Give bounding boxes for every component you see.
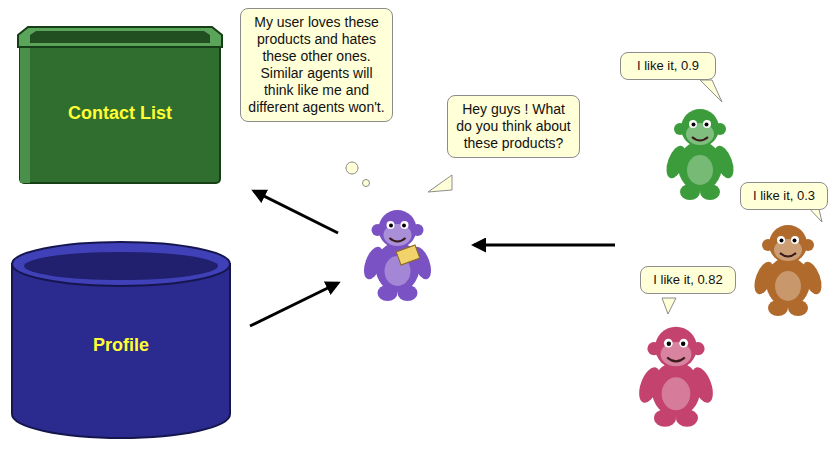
speech-tail [428,175,452,192]
flow-arrow [254,191,338,233]
box-body [20,43,220,183]
cylinder-top [12,242,230,286]
box-side [20,43,30,183]
speech-bubble: I like it, 0.82 [640,266,736,294]
thought-dot [363,180,370,187]
flow-arrow [474,244,615,247]
notepad [396,245,420,265]
agent-figure [663,109,738,200]
speech-tail [700,80,722,102]
cylinder-body [12,264,230,438]
node-text: My user loves these products and hates t… [247,14,386,116]
profile-cylinder: Profile [10,240,232,440]
speech-bubble: I like it, 0.3 [740,182,828,210]
node-text: Contact List [68,102,172,125]
node-text: Hey guys ! What do you think about these… [454,101,573,152]
speech-bubble: I like it, 0.9 [620,52,716,80]
contact-list-box: Contact List [18,25,222,185]
box-rim [18,27,222,47]
node-text: I like it, 0.9 [626,58,710,74]
node-text: I like it, 0.82 [646,272,730,288]
agent-figure [360,210,435,301]
flow-arrow [250,283,338,326]
agent-figure [751,225,826,316]
node-text: I like it, 0.3 [746,188,822,204]
node-text: Profile [93,334,149,357]
thought-dot [346,162,358,174]
speech-tail [662,298,676,314]
thought-bubble: My user loves these products and hates t… [240,8,393,122]
agent-figure [635,327,717,427]
speech-bubble: Hey guys ! What do you think about these… [447,95,580,158]
box-opening [30,31,210,43]
cylinder-opening [24,252,218,280]
